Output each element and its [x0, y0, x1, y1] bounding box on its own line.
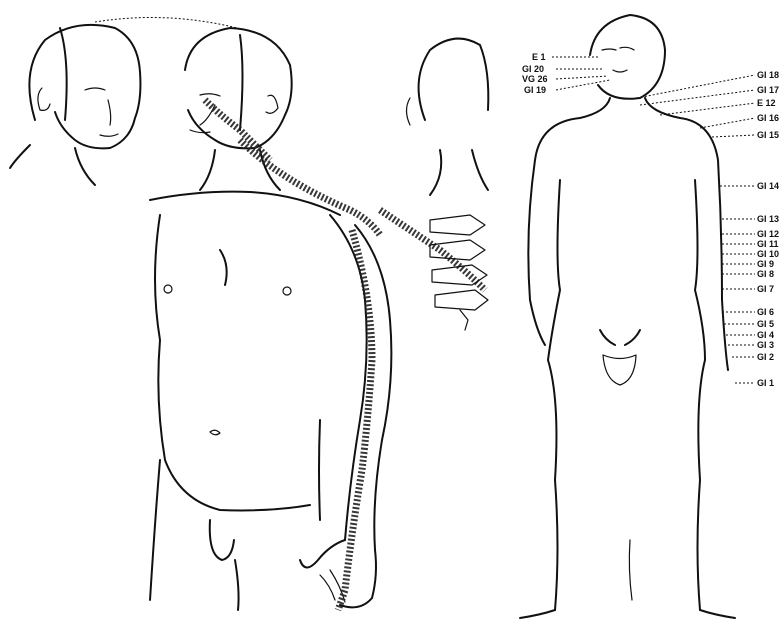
- acupoint-label-gi9: GI 9: [757, 259, 774, 269]
- acupoint-label-gi19: GI 19: [524, 85, 546, 95]
- acupoint-label-gi8: GI 8: [757, 269, 774, 279]
- acupoint-label-gi1: GI 1: [757, 378, 774, 388]
- acupoint-label-gi18: GI 18: [757, 70, 779, 80]
- acupoint-label-gi4: GI 4: [757, 330, 774, 340]
- head-leader-lines: [552, 57, 610, 90]
- body-leader-lines: [637, 75, 755, 383]
- acupoint-label-gi7: GI 7: [757, 284, 774, 294]
- acupoint-label-gi5: GI 5: [757, 319, 774, 329]
- standing-figure: [520, 15, 735, 618]
- acupoint-label-gi17: GI 17: [757, 85, 779, 95]
- acupoint-label-gi6: GI 6: [757, 307, 774, 317]
- acupoint-label-gi2: GI 2: [757, 352, 774, 362]
- acupoint-label-e12: E 12: [757, 98, 776, 108]
- acupoint-label-gi20: GI 20: [522, 64, 544, 74]
- acupoint-label-gi13: GI 13: [757, 214, 779, 224]
- acupoint-label-gi14: GI 14: [757, 181, 779, 191]
- acupoint-label-e1: E 1: [532, 52, 546, 62]
- acupoint-label-gi11: GI 11: [757, 239, 779, 249]
- acupoint-label-vg26: VG 26: [522, 74, 548, 84]
- acupoint-label-gi16: GI 16: [757, 113, 779, 123]
- acupoint-label-gi15: GI 15: [757, 130, 779, 140]
- acupoint-label-gi12: GI 12: [757, 229, 779, 239]
- acupoint-label-gi3: GI 3: [757, 340, 774, 350]
- acupoint-label-gi10: GI 10: [757, 249, 779, 259]
